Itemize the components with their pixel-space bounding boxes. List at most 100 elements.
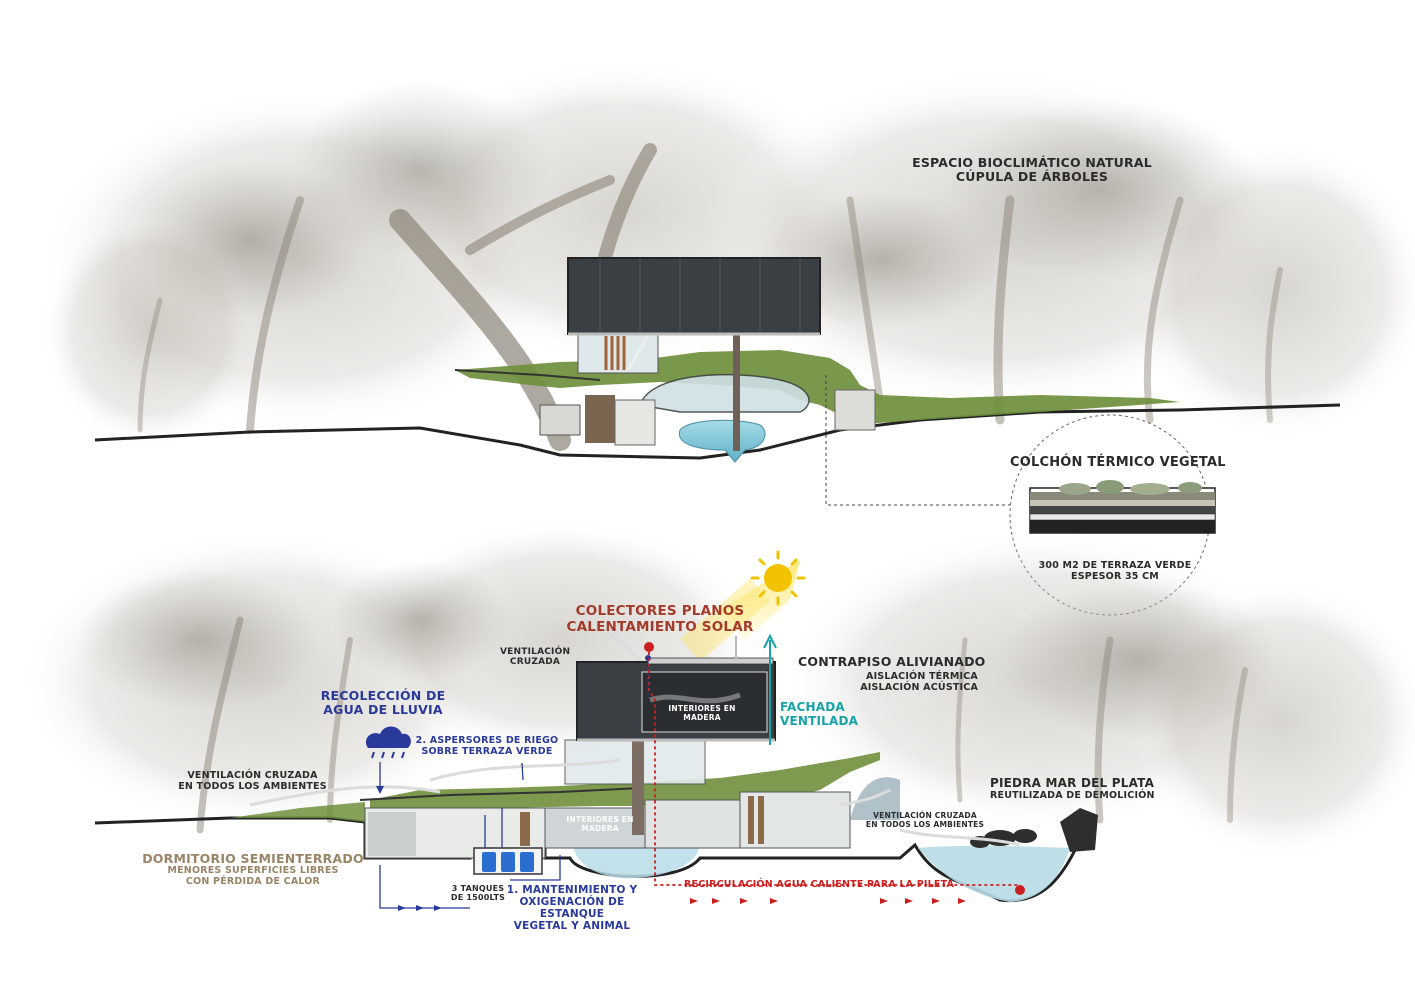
cross-ventilation-left-label: VENTILACIÓN CRUZADA EN TODOS LOS AMBIENT…: [170, 770, 335, 793]
bottom-tree-trunks: [196, 616, 1248, 834]
aislacion-label: AISLACIÓN TÉRMICA AISLACIÓN ACÚSTICA: [820, 671, 978, 694]
irrigation-line-1: 2. ASPERSORES DE RIEGO: [415, 735, 559, 746]
stones: [970, 808, 1098, 852]
bottom-ground: [94, 811, 1082, 903]
aislacion-termica: AISLACIÓN TÉRMICA: [866, 671, 978, 682]
dormitorio-room: [368, 812, 416, 856]
wood-panels: [520, 796, 764, 846]
fachada-line-2: VENTILADA: [780, 713, 859, 728]
rain-collection-label: RECOLECCIÓN DE AGUA DE LLUVIA: [318, 688, 448, 718]
bottom-section: [20, 520, 1415, 911]
airflow-arrows: [249, 623, 1021, 847]
pond-line-2: OXIGENACIÓN DE: [519, 896, 625, 909]
solar-label-line-1: COLECTORES PLANOS: [575, 603, 745, 619]
dormitorio-line-3: CON PÉRDIDA DE CALOR: [185, 876, 321, 888]
vent-right-line-2: EN TODOS LOS AMBIENTES: [865, 819, 985, 829]
irrigation-label: 2. ASPERSORES DE RIEGO SOBRE TERRAZA VER…: [412, 735, 562, 758]
interiores-upper-label: INTERIORES EN MADERA: [652, 704, 752, 722]
top-wood-slats: [604, 336, 626, 370]
solar-heater-node: [644, 642, 654, 652]
top-lower-room: [614, 399, 656, 446]
water-tanks: [473, 847, 543, 875]
interiores-lower-line-1: INTERIORES EN: [566, 815, 634, 824]
dormitorio-line-2: MENORES SUPERFICIES LIBRES: [167, 865, 339, 877]
top-detail-leader: [825, 375, 1012, 506]
piedra-label: PIEDRA MAR DEL PLATA REUTILIZADA DE DEMO…: [990, 776, 1155, 802]
cross-ventilation-right-label: VENTILACIÓN CRUZADA EN TODOS LOS AMBIENT…: [865, 811, 985, 829]
recirculation-arrows: [690, 898, 966, 904]
top-cantilever-box: [567, 257, 821, 335]
sun-beam: [680, 578, 770, 662]
interiores-lower-label: INTERIORES EN MADERA: [560, 815, 640, 833]
top-pool: [678, 419, 766, 463]
solar-label-line-2: CALENTAMIENTO SOLAR: [566, 618, 754, 635]
top-column: [733, 333, 740, 451]
aislacion-acustica: AISLACIÓN ACÚSTICA: [860, 681, 978, 693]
rain-label-line-1: RECOLECCIÓN DE: [320, 688, 446, 703]
tanks-label: 3 TANQUES DE 1500LTS: [448, 884, 508, 902]
top-glass-courtyard: [639, 373, 810, 413]
detail-caption-line-1: 300 M2 DE TERRAZA VERDE: [1038, 560, 1192, 571]
vent-right-line-1: VENTILACIÓN CRUZADA: [873, 811, 977, 820]
right-glass-volume: [850, 777, 900, 820]
dormitorio-label: DORMITORIO SEMIENTERRADO MENORES SUPERFI…: [138, 851, 368, 888]
interior-airflow: [649, 692, 741, 704]
bottom-column: [632, 735, 644, 835]
interiores-upper-line-1: INTERIORES EN: [668, 704, 736, 713]
pond-line-3: ESTANQUE: [539, 908, 605, 921]
solar-collector: [647, 657, 774, 665]
pond-maintenance-label: 1. MANTENIMIENTO Y OXIGENACIÓN DE ESTANQ…: [502, 884, 642, 932]
dormitorio-line-1: DORMITORIO SEMIENTERRADO: [142, 851, 364, 866]
detail-caption-line-2: ESPESOR 35 CM: [1071, 570, 1159, 582]
fachada-line-1: FACHADA: [780, 700, 845, 714]
top-roof-edge: [454, 369, 601, 381]
vent-top-line-1: VENTILACIÓN: [500, 647, 571, 657]
recirculation-label: RECIRCULACIÓN AGUA CALIENTE PARA LA PILE…: [684, 879, 955, 890]
lower-level-glass: [644, 799, 741, 849]
top-stair: [626, 335, 650, 371]
bottom-tree-canopy: [20, 520, 1415, 860]
vent-left-line-1: VENTILACIÓN CRUZADA: [187, 770, 318, 781]
tanks-line-1: 3 TANQUES: [451, 884, 505, 893]
vent-top-line-2: CRUZADA: [509, 657, 561, 668]
rain-label-line-2: AGUA DE LLUVIA: [323, 702, 443, 718]
dome-title-line-1: ESPACIO BIOCLIMÁTICO NATURAL: [912, 155, 1152, 170]
right-pond: [918, 845, 1070, 902]
detail-green-roof-layers: [1029, 480, 1216, 534]
dome-title: ESPACIO BIOCLIMÁTICO NATURAL CÚPULA DE Á…: [912, 155, 1152, 185]
top-box-reflections: [599, 258, 801, 334]
top-section: [40, 60, 1415, 616]
vent-left-line-2: EN TODOS LOS AMBIENTES: [178, 780, 327, 792]
pond-line-4: VEGETAL Y ANIMAL: [513, 920, 631, 933]
detail-caption: 300 M2 DE TERRAZA VERDE ESPESOR 35 CM: [1030, 560, 1200, 583]
pool-inlet-node: [1015, 885, 1025, 895]
lower-level-right: [739, 791, 851, 849]
rain-inlet: [645, 655, 651, 661]
contrapiso-label: CONTRAPISO ALIVIANADO: [798, 654, 986, 669]
piedra-line-1: PIEDRA MAR DEL PLATA: [990, 776, 1155, 790]
irrigation-line-2: SOBRE TERRAZA VERDE: [421, 745, 553, 757]
rain-cloud-icon: [365, 726, 411, 759]
solar-collectors-label: COLECTORES PLANOS CALENTAMIENTO SOLAR: [560, 603, 760, 635]
fachada-ventilada-label: FACHADA VENTILADA: [780, 700, 859, 729]
facade-arrow: [763, 633, 777, 745]
interiores-lower-line-2: MADERA: [581, 823, 619, 833]
dome-title-line-2: CÚPULA DE ÁRBOLES: [955, 169, 1109, 185]
vent-up-arrow: [594, 621, 601, 641]
central-pond: [572, 839, 700, 879]
top-wood-wall: [585, 395, 615, 443]
rainwater-flow-arrows: [376, 786, 442, 911]
top-lower-volume-left: [539, 404, 581, 436]
left-green-slope: [230, 802, 365, 822]
sun-icon: [750, 550, 806, 606]
cross-ventilation-top-label: VENTILACIÓN CRUZADA: [500, 647, 570, 668]
top-tree-canopy: [40, 60, 1415, 450]
interiores-upper-line-2: MADERA: [683, 712, 721, 722]
piedra-line-2: REUTILIZADA DE DEMOLICIÓN: [990, 789, 1155, 801]
tanks-line-2: DE 1500LTS: [450, 893, 506, 903]
pond-line-1: 1. MANTENIMIENTO Y: [506, 884, 638, 896]
top-lower-volume-right: [834, 389, 876, 431]
detail-title: COLCHÓN TÉRMICO VEGETAL: [1010, 455, 1226, 470]
bottom-roof-edge: [359, 787, 641, 801]
